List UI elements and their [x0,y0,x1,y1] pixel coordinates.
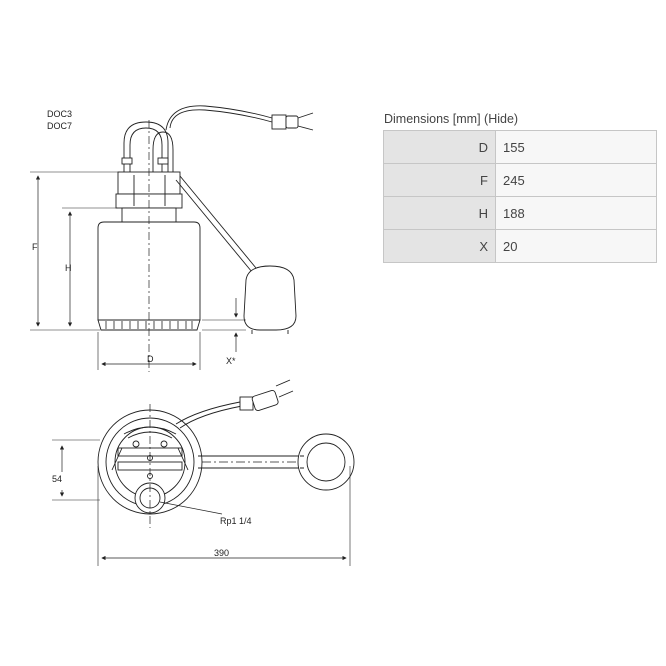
dimension-key: F [383,163,496,197]
thread-size-label: Rp1 1/4 [220,516,252,526]
dimension-label-h: H [65,263,72,273]
dimensions-panel: Dimensions [mm] (Hide) D 155 F 245 H 188… [383,108,657,263]
dimension-label-54: 54 [52,474,62,484]
dimension-value: 155 [495,130,657,164]
dimension-key: H [383,196,496,230]
dimension-label-d: D [147,354,154,364]
dimension-key: D [383,130,496,164]
dimension-value: 245 [495,163,657,197]
dimensions-hide-toggle[interactable]: (Hide) [484,112,519,126]
dimensions-table: D 155 F 245 H 188 X 20 [383,130,657,263]
dimension-value: 188 [495,196,657,230]
dimension-label-f: F [32,242,38,252]
dimensions-title: Dimensions [mm] [384,112,481,126]
model-label-doc3: DOC3 [47,109,72,119]
table-row: H 188 [383,196,657,230]
pump-side-view [97,105,314,372]
pump-top-view [97,379,355,528]
table-row: D 155 [383,130,657,164]
dimension-label-390: 390 [214,548,229,558]
dimensions-header: Dimensions [mm] (Hide) [383,108,657,130]
model-label-doc7: DOC7 [47,121,72,131]
dimension-value: 20 [495,229,657,263]
dimension-label-x: X* [226,356,236,366]
dimension-key: X [383,229,496,263]
table-row: F 245 [383,163,657,197]
table-row: X 20 [383,229,657,263]
